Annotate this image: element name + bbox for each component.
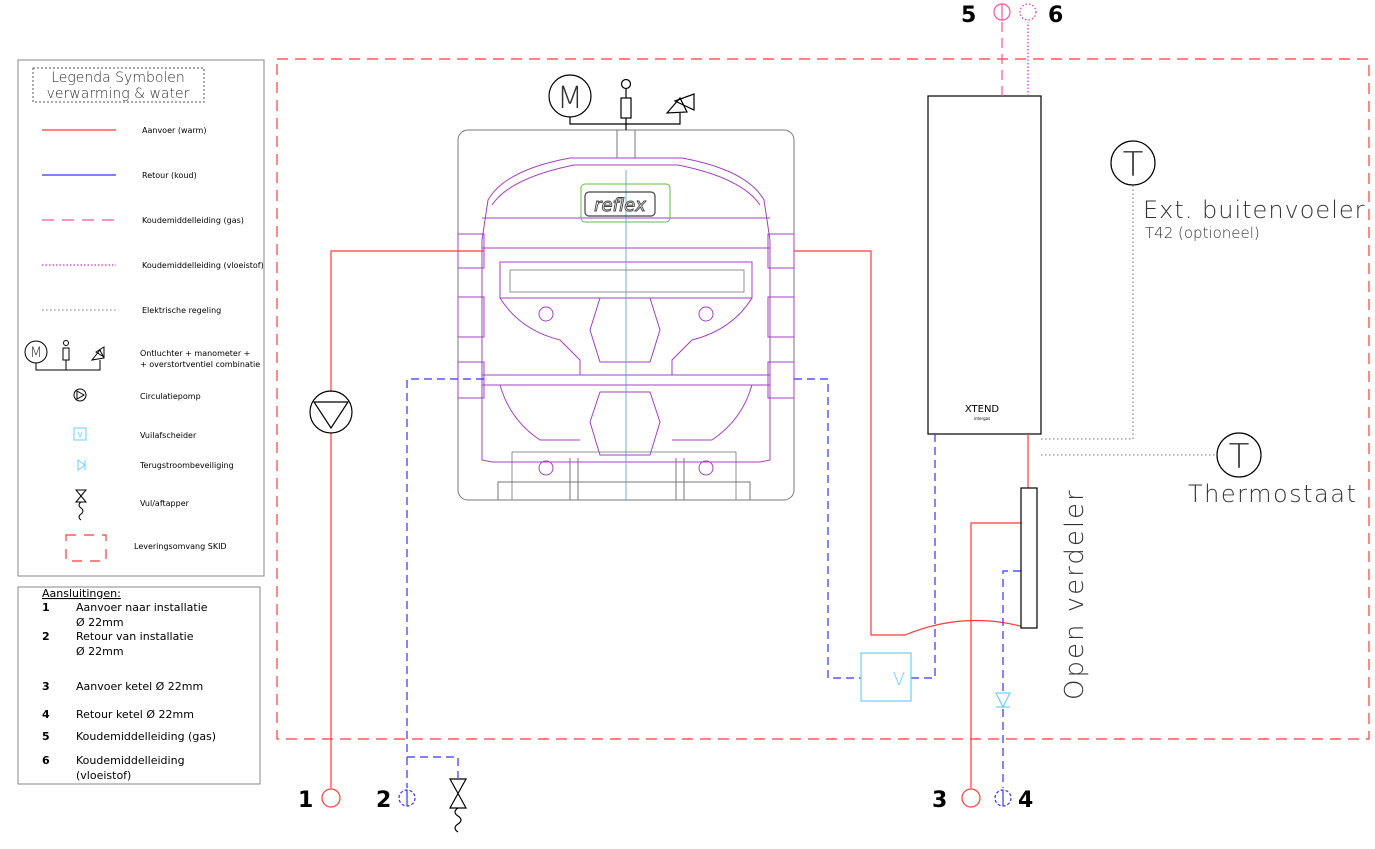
connector-5-icon [993,3,1011,21]
label-2: 2 [376,788,391,813]
legend-title-line1: Legenda Symbolen [51,70,185,86]
conn-1-line1: Aanvoer naar installatie [76,601,208,614]
outdoor-sensor-label: Ext. buitenvoeler [1143,196,1366,224]
legend-backflow: Terugstroombeveiliging [139,461,234,470]
legend-fill: Vul/aftapper [140,499,190,508]
connector-3-icon [961,788,981,808]
label-3: 3 [932,788,947,813]
legend-title-line2: verwarming & water [47,86,190,102]
open-distributor [1020,487,1038,629]
label-5: 5 [961,3,976,28]
legend-dirt: Vuilafscheider [140,431,197,440]
thermostat-icon: T [1216,432,1262,478]
thermostat-letter: T [1229,437,1250,477]
outdoor-sensor-wire [1041,186,1134,440]
conn-num-1: 1 [42,601,50,614]
xtend-sub: intergas [974,416,990,421]
conn-2-line1: Retour van installatie [76,630,194,643]
combo-motor-letter: M [30,345,42,361]
return-circuit-2 [406,378,484,788]
dirt-separator-legend-icon [73,427,87,441]
label-4: 4 [1018,788,1033,813]
outdoor-sensor-letter: T [1123,145,1144,185]
motor-letter: M [557,81,583,116]
open-verdeler-label: Open verdeler [1060,488,1090,700]
air-vent-manometer-valve-icon: M [548,74,695,130]
backflow-preventer-icon [995,692,1011,709]
conn-num-6: 6 [42,754,50,767]
return-to-boiler [911,434,936,679]
skid-legend-icon [65,534,107,562]
conn-4-line1: Retour ketel Ø 22mm [76,708,194,721]
thermostat-label: Thermostaat [1188,480,1357,508]
reflex-logo-frame [580,183,671,223]
supply-circuit-3 [970,522,1021,788]
skid-boundary [276,58,1370,740]
dirt-separator-icon: V [860,652,912,702]
reflex-logo: reflex [594,195,646,216]
reflex-vessel: reflex [457,129,795,501]
conn-2-line2: Ø 22mm [76,645,124,658]
conn-6-line1: Koudemiddelleiding [76,754,185,767]
conn-5-line1: Koudemiddelleiding (gas) [76,730,216,743]
connector-2-icon [398,789,416,807]
connector-6-icon [1019,3,1037,21]
connector-4-icon [994,789,1012,807]
drain-branch [407,756,459,778]
legend-item-liquid: Koudemiddelleiding (vloeistof) [142,261,264,270]
label-6: 6 [1048,3,1063,28]
fill-drain-valve-icon [448,778,468,833]
conn-1-line2: Ø 22mm [76,616,124,629]
conn-num-5: 5 [42,730,50,743]
dirt-separator-letter: V [893,669,905,690]
legend-panel: Legenda Symbolen verwarming & water Aanv… [17,59,265,577]
connector-1-icon [321,788,341,808]
pump-legend-icon [73,388,87,402]
label-1: 1 [298,788,313,813]
legend-item-warm: Aanvoer (warm) [142,126,206,135]
fill-drain-legend-icon [74,489,88,521]
legend-item-electric: Elektrische regeling [142,306,221,315]
circulation-pump-icon [309,390,353,434]
combo-symbol-icon: M [24,340,105,371]
return-circuit-4 [1002,570,1021,788]
legend-pump: Circulatiepomp [140,392,201,401]
outdoor-sensor-sublabel: T42 (optioneel) [1145,224,1260,242]
outdoor-sensor-icon: T [1110,140,1156,186]
return-to-separator [794,378,861,679]
conn-num-2: 2 [42,630,50,643]
legend-combo-line2: + overstortventiel combinatie [140,360,260,369]
boiler-supply-line [794,250,1029,636]
conn-3-line1: Aanvoer ketel Ø 22mm [76,680,203,693]
xtend-brand: XTEND [965,404,1000,415]
legend-skid: Leveringsomvang SKID [134,542,227,551]
conn-num-3: 3 [42,680,50,693]
conn-num-4: 4 [42,708,50,721]
xtend-boiler: XTEND intergas [927,95,1042,435]
supply-circuit-1 [330,250,484,788]
legend-combo-line1: Ontluchter + manometer + [140,349,250,358]
connections-title: Aansluitingen: [42,587,121,600]
connections-panel: Aansluitingen: 1 Aanvoer naar installati… [17,586,261,785]
conn-6-line2: (vloeistof) [76,769,131,782]
legend-item-cold: Retour (koud) [142,171,197,180]
legend-item-gas: Koudemiddelleiding (gas) [142,216,244,225]
backflow-legend-icon [77,459,86,471]
